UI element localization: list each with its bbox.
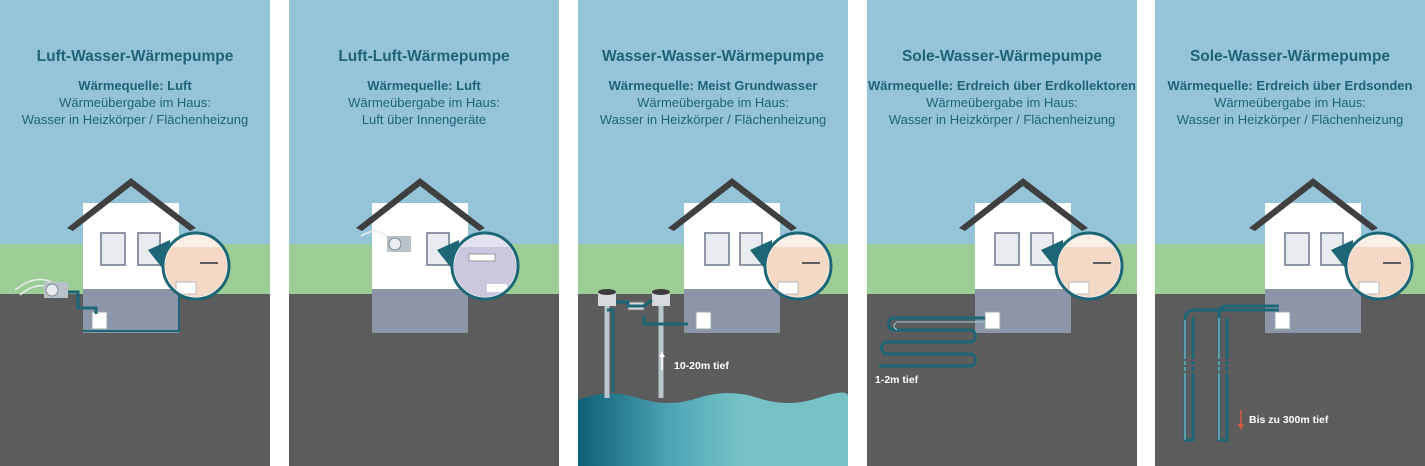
zoom-circle-interior xyxy=(148,231,231,301)
house xyxy=(668,178,797,333)
air-heat-pump-unit xyxy=(360,230,411,252)
zoom-circle-interior xyxy=(1041,231,1124,301)
house xyxy=(67,178,196,333)
house xyxy=(959,178,1088,333)
heat-source: Wärmequelle: Meist Grundwasser xyxy=(608,78,818,93)
panel-title: Sole-Wasser-Wärmepumpe xyxy=(1189,48,1391,65)
scene-water-water xyxy=(578,0,848,466)
panel-air-water: Luft-Wasser-Wärmepumpe Wärmequelle: Luft… xyxy=(0,0,270,466)
panel-brine-collector: Sole-Wasser-Wärmepumpe Wärmequelle: Erdr… xyxy=(867,0,1137,466)
scene-air-water xyxy=(0,0,270,466)
panel-title: Wasser-Wasser-Wärmepumpe xyxy=(602,48,824,65)
groundwater xyxy=(578,392,848,466)
panel-title: Sole-Wasser-Wärmepumpe xyxy=(901,48,1103,65)
heat-source: Wärmequelle: Luft xyxy=(78,78,192,93)
panel-brine-probe: Sole-Wasser-Wärmepumpe Wärmequelle: Erdr… xyxy=(1155,0,1425,466)
wells xyxy=(598,289,688,398)
ground-collector-pipes xyxy=(879,316,985,368)
scene-brine-probe xyxy=(1155,0,1425,466)
heat-source: Wärmequelle: Erdreich über Erdsonden xyxy=(1167,78,1413,93)
transfer-label: Wärmeübergabe im Haus: xyxy=(637,95,789,110)
transfer-label: Wärmeübergabe im Haus: xyxy=(1214,95,1366,110)
zoom-circle-interior xyxy=(750,231,833,301)
depth-label: 1-2m tief xyxy=(875,374,919,386)
transfer-medium: Luft über Innengeräte xyxy=(361,112,487,127)
transfer-label: Wärmeübergabe im Haus: xyxy=(348,95,500,110)
scene-brine-collector xyxy=(867,0,1137,466)
panel-air-air: Luft-Luft-Wärmepumpe Wärmequelle: Luft W… xyxy=(289,0,559,466)
panel-water-water: Wasser-Wasser-Wärmepumpe Wärmequelle: Me… xyxy=(578,0,848,466)
zoom-circle-interior xyxy=(1331,231,1414,301)
heat-source: Wärmequelle: Erdreich über Erdkollektore… xyxy=(867,78,1137,93)
transfer-medium: Wasser in Heizkörper / Flächenheizung xyxy=(599,112,827,127)
transfer-label: Wärmeübergabe im Haus: xyxy=(926,95,1078,110)
depth-label: 10-20m tief xyxy=(674,360,729,372)
zoom-circle-interior xyxy=(437,231,520,301)
panel-title: Luft-Wasser-Wärmepumpe xyxy=(36,48,234,65)
transfer-medium: Wasser in Heizkörper / Flächenheizung xyxy=(1176,112,1404,127)
transfer-label: Wärmeübergabe im Haus: xyxy=(59,95,211,110)
heat-source: Wärmequelle: Luft xyxy=(367,78,481,93)
transfer-medium: Wasser in Heizkörper / Flächenheizung xyxy=(21,112,249,127)
panel-title: Luft-Luft-Wärmepumpe xyxy=(338,48,510,65)
borehole-probes xyxy=(1181,304,1279,442)
transfer-medium: Wasser in Heizkörper / Flächenheizung xyxy=(888,112,1116,127)
depth-label: Bis zu 300m tief xyxy=(1249,414,1329,426)
scene-air-air xyxy=(289,0,559,466)
air-heat-pump-unit xyxy=(14,278,98,314)
